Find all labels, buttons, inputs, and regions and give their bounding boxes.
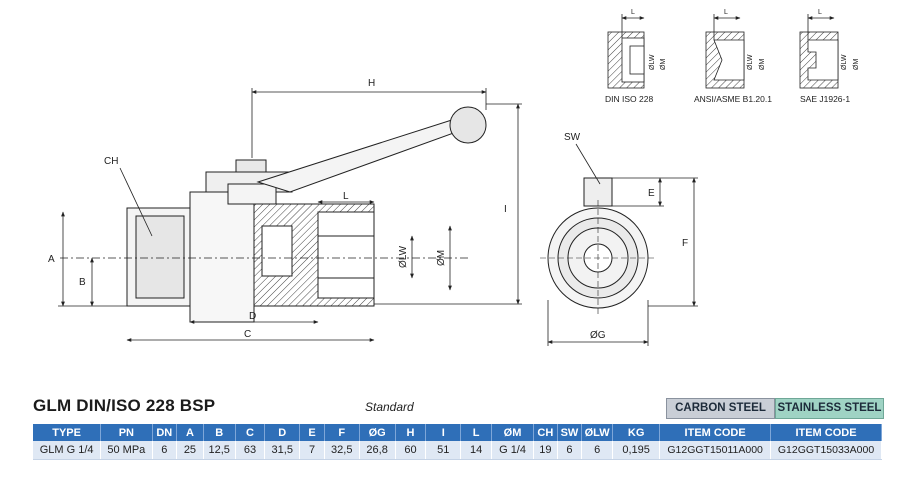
cell-b: 12,5: [203, 441, 236, 460]
col-header: DN: [152, 424, 178, 441]
col-header: B: [203, 424, 236, 441]
dim-label-olw: ØLW: [398, 245, 409, 268]
dim-label-l: L: [343, 191, 349, 202]
col-header: ØG: [359, 424, 396, 441]
cell-d: 31,5: [264, 441, 301, 460]
valve-side-view: [60, 106, 487, 323]
side-dimensions: [58, 88, 522, 342]
cell-om: G 1/4: [491, 441, 535, 460]
table-row: GLM G 1/4 50 MPa 6 25 12,5 63 31,5 7 32,…: [33, 441, 882, 460]
detail-din-iso-228: L ØLW ØM DIN ISO 228: [605, 9, 667, 104]
col-header: PN: [100, 424, 153, 441]
detail-2-caption: ANSI/ASME B1.20.1: [694, 94, 772, 104]
dim-label-om: ØM: [436, 250, 447, 266]
col-header: C: [235, 424, 266, 441]
cell-c: 63: [235, 441, 266, 460]
spec-header-row: TYPE PN DN A B C D E F ØG H I L ØM CH SW…: [33, 424, 882, 441]
detail-1-l: L: [631, 9, 635, 16]
material-carbon-steel: CARBON STEEL: [666, 398, 775, 419]
col-header: ØM: [491, 424, 535, 441]
col-header: TYPE: [33, 424, 102, 441]
detail-2-m: ØM: [759, 59, 766, 70]
detail-2-lw: ØLW: [747, 54, 754, 70]
cell-og: 26,8: [359, 441, 396, 460]
col-header-item-code-carbon: ITEM CODE: [659, 424, 772, 441]
detail-2-l: L: [724, 9, 728, 16]
col-header: KG: [612, 424, 661, 441]
cell-kg: 0,195: [612, 441, 661, 460]
cell-item-code-carbon: G12GGT15011A000: [659, 441, 772, 460]
cell-ch: 19: [533, 441, 558, 460]
cell-f: 32,5: [324, 441, 360, 460]
col-header: A: [176, 424, 204, 441]
detail-1-lw: ØLW: [649, 54, 656, 70]
spec-table: TYPE PN DN A B C D E F ØG H I L ØM CH SW…: [33, 424, 882, 460]
col-header: L: [460, 424, 492, 441]
cell-a: 25: [176, 441, 204, 460]
detail-ansi-asme: L ØLW ØM ANSI/ASME B1.20.1: [694, 9, 772, 104]
detail-3-l: L: [818, 9, 822, 16]
product-title: GLM DIN/ISO 228 BSP: [33, 396, 216, 415]
cell-dn: 6: [152, 441, 178, 460]
dim-label-c: C: [244, 329, 251, 340]
detail-sae-j1926: L ØLW ØM SAE J1926-1: [799, 9, 860, 104]
col-header: ØLW: [581, 424, 614, 441]
dim-label-b: B: [79, 277, 86, 288]
col-header: CH: [533, 424, 558, 441]
col-header: H: [395, 424, 427, 441]
dim-label-d: D: [249, 311, 256, 322]
dim-label-og: ØG: [590, 330, 606, 341]
cell-l: 14: [460, 441, 492, 460]
cell-sw: 6: [557, 441, 583, 460]
dim-label-i: I: [504, 204, 507, 215]
dim-label-sw: SW: [564, 132, 581, 143]
product-subtitle: Standard: [365, 400, 414, 414]
detail-1-caption: DIN ISO 228: [605, 94, 653, 104]
valve-front-view: [540, 177, 656, 316]
detail-3-m: ØM: [853, 59, 860, 70]
dim-label-h: H: [368, 78, 375, 89]
front-dimensions: [547, 143, 698, 346]
cell-olw: 6: [581, 441, 614, 460]
col-header: E: [299, 424, 325, 441]
cell-type: GLM G 1/4: [33, 441, 102, 460]
col-header: F: [324, 424, 360, 441]
col-header-item-code-stainless: ITEM CODE: [770, 424, 882, 441]
col-header: D: [264, 424, 301, 441]
cell-pn: 50 MPa: [100, 441, 153, 460]
material-stainless-steel: STAINLESS STEEL: [775, 398, 884, 419]
dim-label-ch: CH: [104, 156, 118, 167]
dim-label-a: A: [48, 254, 55, 265]
cell-item-code-stainless: G12GGT15033A000: [770, 441, 882, 460]
cell-h: 60: [395, 441, 427, 460]
cell-i: 51: [425, 441, 462, 460]
detail-1-m: ØM: [660, 59, 667, 70]
detail-3-lw: ØLW: [841, 54, 848, 70]
detail-3-caption: SAE J1926-1: [800, 94, 850, 104]
col-header: SW: [557, 424, 583, 441]
dim-label-f: F: [682, 238, 688, 249]
dim-label-e: E: [648, 188, 655, 199]
cell-e: 7: [299, 441, 325, 460]
technical-drawing: H CH A B C D L I ØLW ØM SW E F ØG: [48, 9, 860, 346]
col-header: I: [425, 424, 462, 441]
